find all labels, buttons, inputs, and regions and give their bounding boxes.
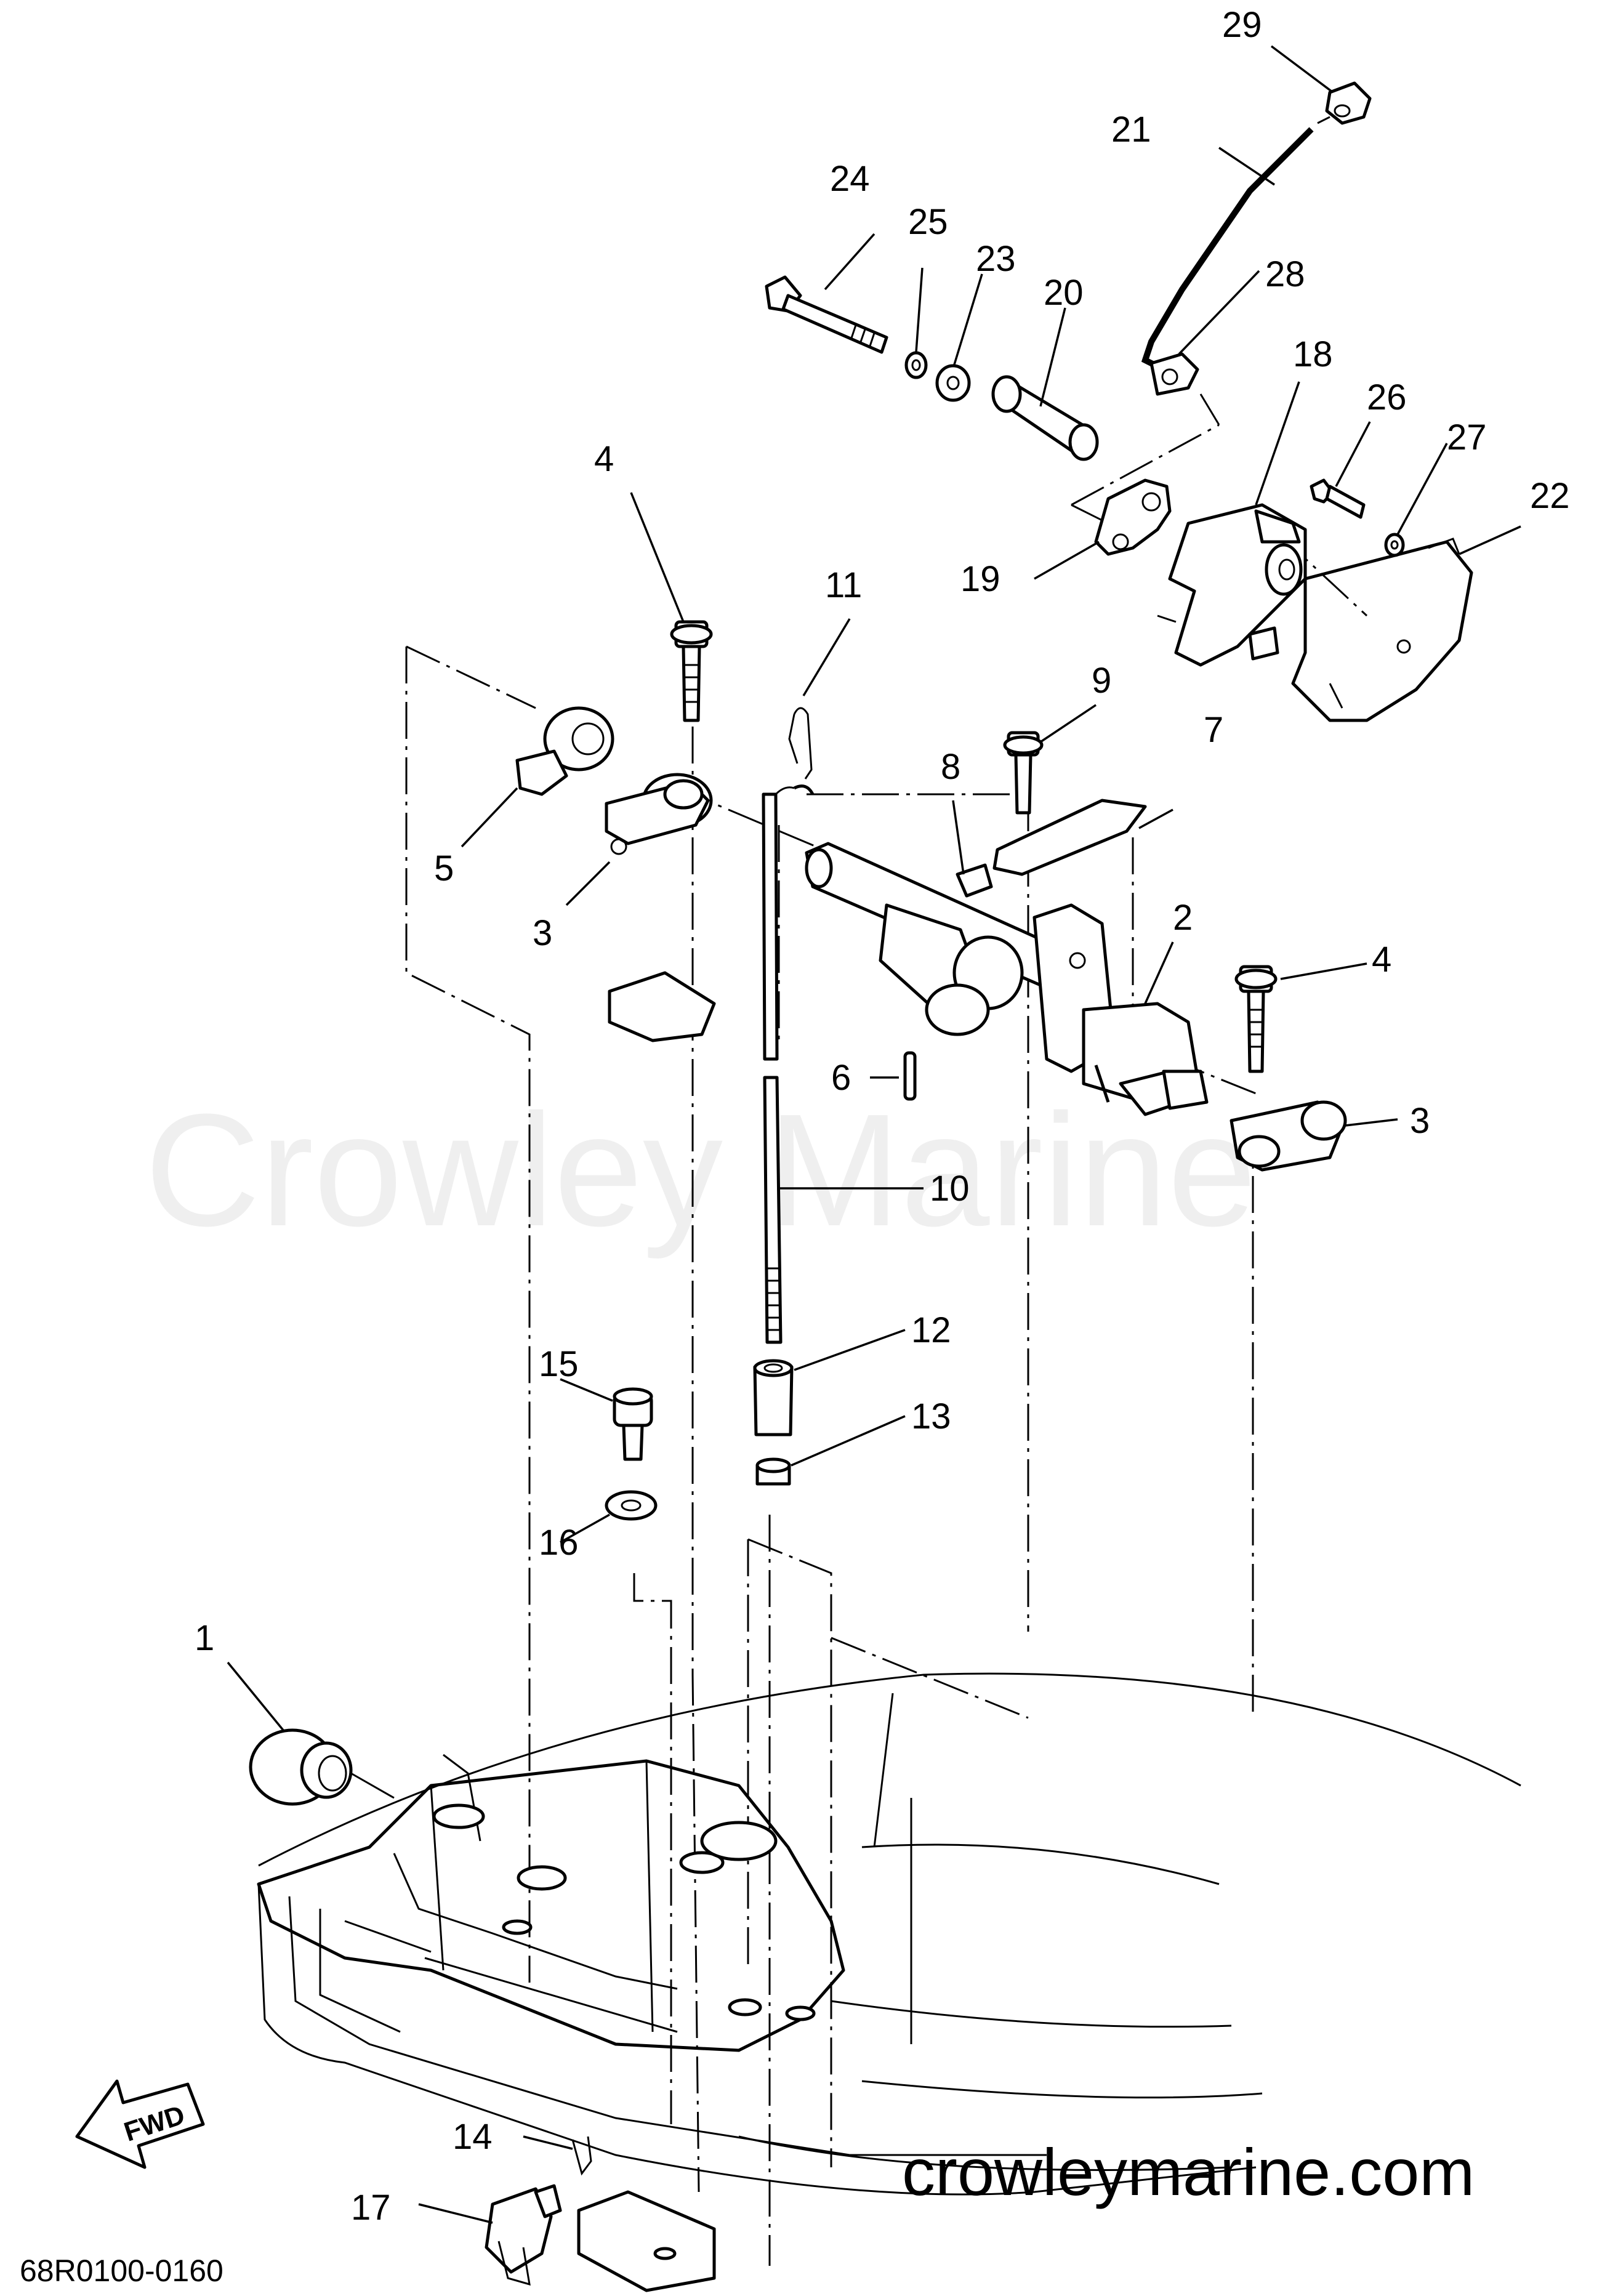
callout-3: 3 — [533, 913, 552, 953]
part-14-clip — [571, 2136, 592, 2176]
part-4-bolt-upper — [670, 620, 713, 722]
callout-11: 11 — [825, 565, 862, 605]
callout-15: 15 — [539, 1344, 579, 1384]
callout-5: 5 — [434, 848, 454, 888]
website-url: crowleymarine.com — [902, 2135, 1475, 2209]
callout-7: 7 — [1204, 710, 1223, 750]
part-7-plate — [992, 799, 1147, 876]
callouts: 1 2 3 3 4 4 5 6 7 8 9 10 11 12 13 14 15 … — [195, 5, 1570, 2228]
part-3-holder-left — [605, 773, 716, 1042]
part-19-cam — [1094, 478, 1172, 556]
part-24-bolt — [765, 275, 888, 354]
callout-18: 18 — [1293, 334, 1333, 374]
part-1-grommet — [249, 1728, 395, 1806]
part-10-shift-rod — [762, 784, 815, 1344]
callout-8: 8 — [941, 747, 960, 787]
part-6-pin — [903, 1051, 917, 1101]
callout-14: 14 — [453, 2117, 493, 2157]
callout-23: 23 — [976, 239, 1016, 279]
part-2-shift-shaft — [805, 842, 1209, 1116]
part-29-cap — [1325, 81, 1372, 125]
callout-20: 20 — [1044, 273, 1084, 313]
callout-26: 26 — [1367, 377, 1407, 417]
callout-16: 16 — [539, 1523, 579, 1563]
callout-12: 12 — [911, 1310, 951, 1350]
callout-24: 24 — [830, 159, 870, 199]
part-12-spacer — [753, 1359, 794, 1436]
bracket-lower — [577, 2190, 716, 2292]
part-28-joint — [1149, 352, 1199, 396]
fwd-arrow-icon: FWD — [75, 2079, 205, 2169]
callout-28: 28 — [1265, 254, 1305, 294]
part-16-washer — [605, 1490, 658, 1521]
callout-1: 1 — [195, 1618, 214, 1658]
leader-lines — [227, 45, 1521, 2224]
callout-21: 21 — [1111, 110, 1151, 150]
part-18-lever — [1157, 503, 1307, 667]
callout-13: 13 — [911, 1396, 951, 1436]
callout-4: 4 — [1372, 940, 1391, 980]
assembly-lines — [405, 393, 1368, 2266]
part-25-washer — [904, 351, 928, 379]
part-8-clip — [956, 863, 993, 898]
callout-17: 17 — [351, 2188, 391, 2228]
part-5-collar — [515, 706, 614, 796]
callout-9: 9 — [1092, 661, 1111, 701]
callout-19: 19 — [960, 559, 1000, 599]
callout-29: 29 — [1222, 5, 1262, 45]
callout-25: 25 — [908, 202, 948, 242]
callout-10: 10 — [930, 1169, 970, 1209]
part-17-switch — [485, 2184, 562, 2286]
diagram-code: 68R0100-0160 — [20, 2254, 223, 2288]
part-13-nut — [755, 1457, 791, 1486]
callout-6: 6 — [831, 1058, 851, 1098]
part-22-bracket — [1291, 538, 1473, 722]
part-27-washer — [1384, 533, 1405, 557]
callout-2: 2 — [1173, 898, 1193, 938]
part-11-clip — [788, 707, 813, 779]
callout-4: 4 — [594, 439, 614, 479]
watermark-text: Crowley Marine — [145, 1081, 1257, 1260]
callout-3: 3 — [1410, 1101, 1430, 1141]
callout-22: 22 — [1530, 476, 1570, 516]
part-26-bolt — [1310, 478, 1366, 519]
part-20-sleeve — [991, 375, 1099, 461]
part-21-link-rod — [1141, 116, 1330, 373]
callout-27: 27 — [1447, 417, 1487, 457]
part-23-washer — [935, 364, 971, 402]
part-9-bolt — [1003, 731, 1044, 815]
part-15-bolt — [613, 1387, 653, 1461]
part-4-bolt-right — [1234, 965, 1278, 1073]
lower-casing — [257, 1672, 1521, 2196]
part-3-holder-right — [1230, 1100, 1347, 1172]
